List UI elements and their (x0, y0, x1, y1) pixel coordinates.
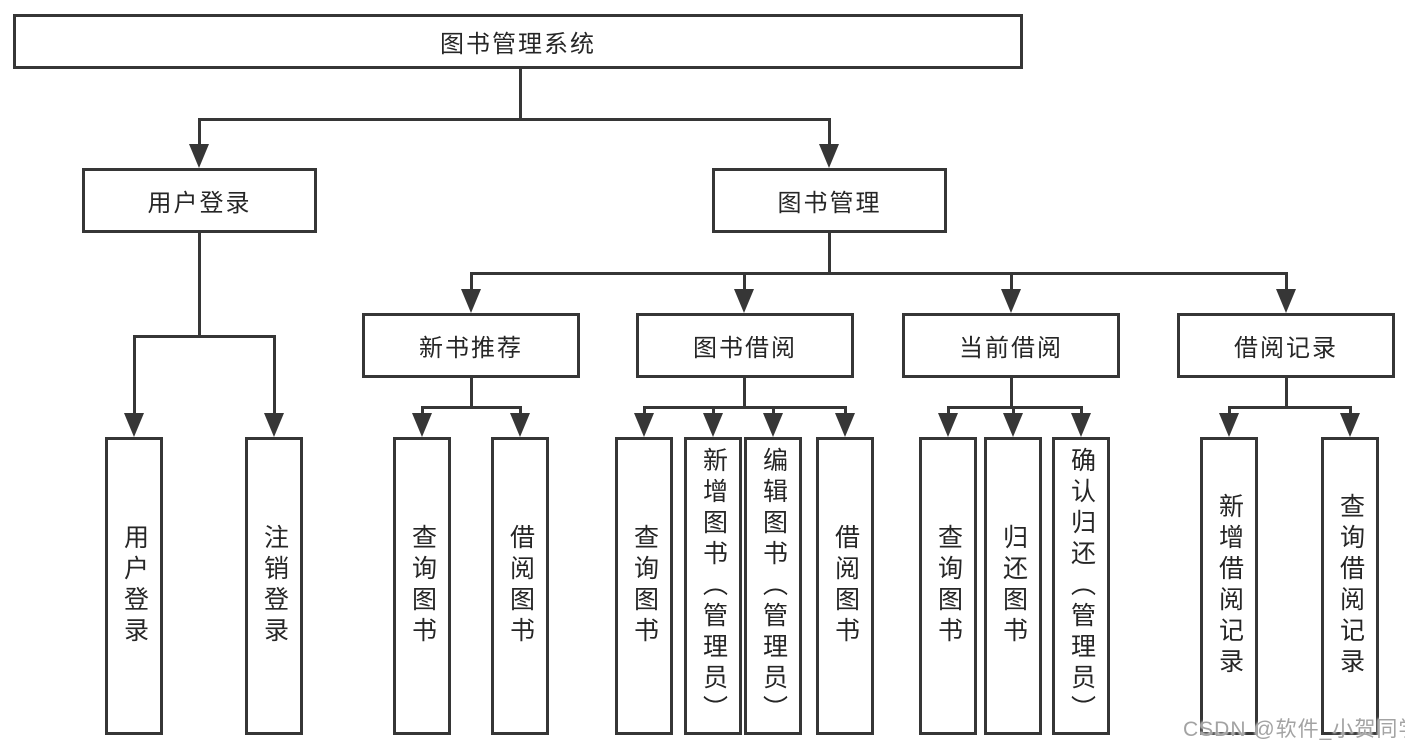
arrowhead-icon (1003, 413, 1023, 437)
arrowhead-icon (763, 413, 783, 437)
arrowhead-icon (634, 413, 654, 437)
node-label: 确认归还（管理员） (1067, 446, 1096, 726)
arrowhead-icon (1001, 289, 1021, 313)
connector-line (1285, 272, 1288, 291)
node-label: 用户登录 (147, 190, 252, 217)
connector-line (828, 118, 831, 146)
connector-line (743, 272, 746, 291)
node-label: 查询图书 (630, 524, 659, 648)
arrowhead-icon (835, 413, 855, 437)
node-label: 图书管理系统 (440, 31, 596, 58)
arrowhead-icon (1219, 413, 1239, 437)
node-label: 图书借阅 (693, 335, 797, 362)
connector-line (133, 335, 136, 415)
leaf-query-books-recommend: 查询图书 (393, 437, 451, 735)
arrowhead-icon (938, 413, 958, 437)
connector-line (470, 378, 473, 409)
node-label: 用户登录 (120, 524, 149, 648)
leaf-query-books-current: 查询图书 (919, 437, 977, 735)
node-label: 查询图书 (408, 524, 437, 648)
node-label: 当前借阅 (959, 335, 1063, 362)
arrowhead-icon (124, 413, 144, 437)
arrowhead-icon (510, 413, 530, 437)
leaf-borrow-books-recommend: 借阅图书 (491, 437, 549, 735)
leaf-add-books-admin: 新增图书（管理员） (684, 437, 742, 735)
node-label: 查询借阅记录 (1336, 493, 1365, 679)
connector-line (133, 335, 276, 338)
arrowhead-icon (1340, 413, 1360, 437)
node-library-management-system: 图书管理系统 (13, 14, 1023, 69)
arrowhead-icon (461, 289, 481, 313)
connector-line (643, 406, 847, 409)
connector-line (947, 406, 950, 415)
node-label: 借阅记录 (1234, 335, 1338, 362)
connector-line (1080, 406, 1083, 415)
connector-line (1228, 406, 1231, 415)
leaf-edit-books-admin: 编辑图书（管理员） (744, 437, 802, 735)
connector-line (643, 406, 646, 415)
csdn-watermark: CSDN @软件_小贺同学 (1183, 718, 1405, 741)
leaf-query-borrow-record: 查询借阅记录 (1321, 437, 1379, 735)
connector-line (273, 335, 276, 415)
connector-line (519, 69, 522, 121)
leaf-user-login: 用户登录 (105, 437, 163, 735)
arrowhead-icon (734, 289, 754, 313)
connector-line (712, 406, 715, 415)
arrowhead-icon (819, 144, 839, 168)
arrowhead-icon (264, 413, 284, 437)
arrowhead-icon (1071, 413, 1091, 437)
node-label: 借阅图书 (831, 524, 860, 648)
connector-line (421, 406, 522, 409)
connector-line (1349, 406, 1352, 415)
connector-line (1228, 406, 1352, 409)
leaf-borrow-books: 借阅图书 (816, 437, 874, 735)
node-label: 新书推荐 (419, 335, 523, 362)
connector-line (1010, 272, 1013, 291)
leaf-add-borrow-record: 新增借阅记录 (1200, 437, 1258, 735)
node-label: 查询图书 (934, 524, 963, 648)
leaf-return-books: 归还图书 (984, 437, 1042, 735)
connector-line (421, 406, 424, 415)
leaf-logout-login: 注销登录 (245, 437, 303, 735)
node-label: 图书管理 (777, 190, 882, 217)
connector-line (743, 378, 746, 409)
arrowhead-icon (189, 144, 209, 168)
node-label: 新增借阅记录 (1215, 493, 1244, 679)
connector-line (198, 118, 201, 146)
node-label: 注销登录 (260, 524, 289, 648)
node-label: 新增图书（管理员） (699, 446, 728, 726)
connector-line (198, 118, 831, 121)
connector-line (844, 406, 847, 415)
leaf-query-books-borrowing: 查询图书 (615, 437, 673, 735)
connector-line (470, 272, 1288, 275)
node-current-borrowing: 当前借阅 (902, 313, 1120, 378)
node-label: 借阅图书 (506, 524, 535, 648)
connector-line (198, 233, 201, 337)
connector-line (1010, 378, 1013, 409)
arrowhead-icon (412, 413, 432, 437)
node-new-book-recommend: 新书推荐 (362, 313, 580, 378)
connector-line (947, 406, 1083, 409)
connector-line (1012, 406, 1015, 415)
arrowhead-icon (703, 413, 723, 437)
node-book-borrowing: 图书借阅 (636, 313, 854, 378)
node-book-management: 图书管理 (712, 168, 947, 233)
connector-line (470, 272, 473, 291)
node-label: 归还图书 (999, 524, 1028, 648)
connector-line (519, 406, 522, 415)
arrowhead-icon (1276, 289, 1296, 313)
connector-line (1285, 378, 1288, 409)
node-borrowing-records: 借阅记录 (1177, 313, 1395, 378)
connector-line (772, 406, 775, 415)
node-user-login: 用户登录 (82, 168, 317, 233)
node-label: 编辑图书（管理员） (759, 446, 788, 726)
leaf-confirm-return-admin: 确认归还（管理员） (1052, 437, 1110, 735)
connector-line (828, 233, 831, 275)
